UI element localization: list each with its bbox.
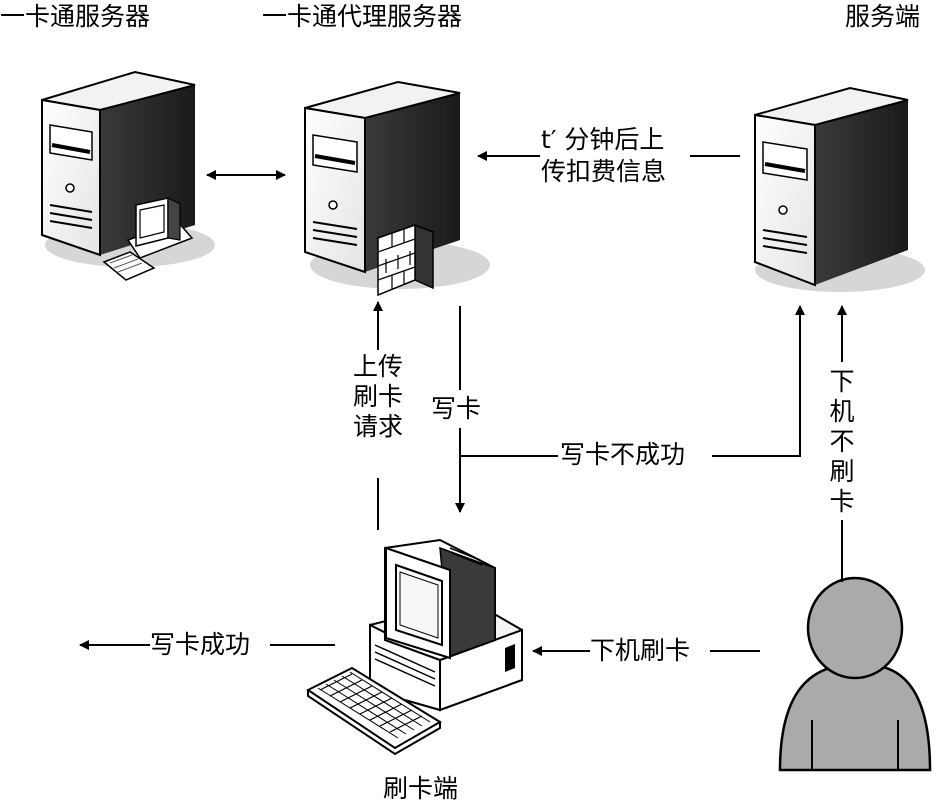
offline-no-swipe-label: 下 机 不 刷 卡	[829, 367, 855, 516]
write-fail-label: 写卡不成功	[560, 440, 686, 469]
write-success-label: 写卡成功	[150, 630, 251, 659]
card-server-icon	[41, 70, 215, 281]
proxy-server-icon	[304, 80, 490, 297]
server-end-icon	[754, 86, 925, 292]
write-fail-arrow	[712, 305, 805, 457]
upload-deduct-label-1: t′ 分钟后上	[541, 125, 665, 154]
card-terminal-label: 刷卡端	[383, 774, 459, 803]
upload-deduct-label-2: 传扣费信息	[541, 157, 667, 186]
firewall-icon	[375, 223, 436, 297]
server-end-label: 服务端	[845, 2, 921, 31]
proxy-server-label: 一卡通代理服务器	[262, 2, 463, 31]
offline-swipe-label: 下机刷卡	[590, 636, 691, 665]
card-server-label: 一卡通服务器	[0, 2, 151, 31]
card-terminal-icon	[306, 538, 523, 756]
user-icon	[778, 576, 932, 772]
write-card-label: 写卡	[431, 394, 482, 423]
workstation-icon	[102, 197, 194, 281]
upload-request-label: 上传 刷卡 请求	[352, 352, 403, 441]
